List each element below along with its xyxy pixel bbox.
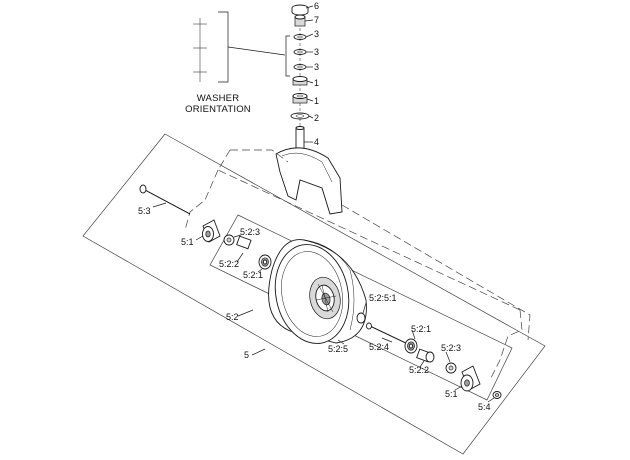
washer-1	[293, 34, 307, 40]
fork-phantom	[184, 149, 523, 381]
washer-orientation-inset	[193, 11, 286, 83]
callout-5-2-2-left: 5:2:2	[219, 259, 239, 269]
callout-5: 5	[244, 350, 249, 360]
spacer	[290, 112, 310, 120]
leader-lines	[152, 5, 495, 403]
caption-washer: WASHER	[197, 93, 240, 104]
callout-5-3: 5:3	[138, 206, 151, 216]
tire-wheel	[268, 239, 367, 344]
callout-1a: 1	[314, 78, 319, 88]
washer-3	[293, 64, 307, 70]
axle-bolt	[139, 184, 191, 215]
axle-spacer-left	[202, 219, 221, 243]
callout-5-2-5: 5:2:5	[328, 344, 348, 354]
callout-4: 4	[314, 137, 319, 147]
callout-6: 6	[314, 1, 319, 11]
callout-3b: 3	[314, 47, 319, 57]
caster-fork	[275, 147, 343, 215]
callout-7: 7	[314, 15, 319, 25]
right-side-hardware	[356, 312, 502, 399]
washer-2	[293, 49, 307, 55]
callout-5-2-2-right: 5:2:2	[409, 365, 429, 375]
callout-3a: 3	[314, 29, 319, 39]
callout-labels: 6 7 3 3 3 1 1 2 4 5:3 5:1 5:2:3 5:2:2 5:…	[138, 1, 491, 412]
callout-2: 2	[314, 113, 319, 123]
callout-1b: 1	[314, 96, 319, 106]
caption-orientation: ORIENTATION	[185, 104, 251, 115]
callout-5-2: 5:2	[226, 312, 239, 322]
assembly-outline	[82, 133, 546, 455]
wheel-assembly-outline	[209, 214, 513, 401]
callout-5-4: 5:4	[478, 402, 491, 412]
valve-stem	[356, 312, 366, 324]
callout-5-2-1-left: 5:2:1	[243, 270, 263, 280]
spindle-stack	[285, 4, 310, 161]
callout-5-2-4: 5:2:4	[369, 342, 389, 352]
left-seal-spacer-bearing	[223, 234, 272, 270]
callout-5-2-3-right: 5:2:3	[441, 343, 461, 353]
callout-5-2-3-left: 5:2:3	[240, 227, 260, 237]
callout-5-2-5-1: 5:2:5:1	[369, 293, 397, 303]
callout-5-1-left: 5:1	[181, 237, 194, 247]
callout-5-2-1-right: 5:2:1	[411, 324, 431, 334]
callout-5-1-right: 5:1	[445, 389, 458, 399]
callout-3c: 3	[314, 62, 319, 72]
